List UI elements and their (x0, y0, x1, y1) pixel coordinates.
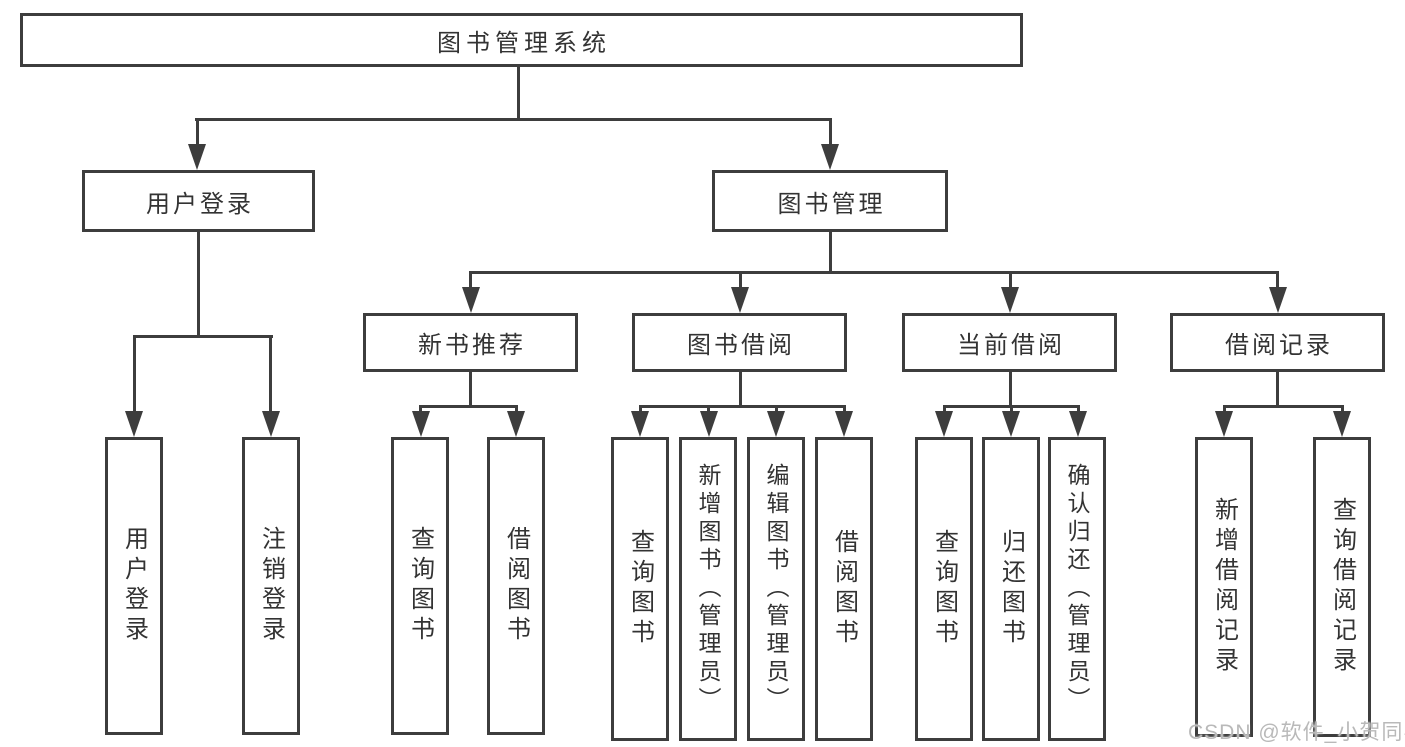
edge-login-split (132, 335, 273, 338)
edge-borrow-split (638, 405, 846, 408)
arrow-down-icon (411, 411, 430, 437)
watermark: CSDN @软件_小贺同学 (1188, 721, 1405, 744)
edge-mgmt-stub (828, 232, 832, 271)
arrow-down-icon (935, 411, 953, 437)
edge-root-right-shaft (828, 118, 832, 146)
arrow-down-icon (835, 411, 853, 437)
arrow-down-icon (1001, 287, 1019, 313)
edge-records-stub (1276, 372, 1279, 405)
edge-mgmt-shaft-1 (469, 271, 472, 289)
arrow-down-icon (1069, 411, 1087, 437)
edge-root-left-shaft (195, 118, 199, 146)
node-book-management: 图书管理 (712, 170, 948, 232)
node-leaf-borrow-books-recommend: 借阅图书 (487, 437, 545, 735)
edge-borrow-shaft-3 (774, 405, 778, 413)
edge-mgmt-shaft-3 (1008, 271, 1012, 289)
arrow-down-icon (261, 411, 280, 437)
edge-current-shaft-1 (942, 405, 946, 413)
node-leaf-query-books-borrow: 查询图书 (611, 437, 669, 741)
arrow-down-icon (631, 411, 649, 437)
arrow-down-icon (699, 411, 718, 437)
edge-current-shaft-3 (1076, 405, 1080, 413)
edge-current-shaft-2 (1009, 405, 1013, 413)
edge-mgmt-shaft-4 (1276, 271, 1279, 289)
arrow-down-icon (125, 411, 143, 437)
edge-login-right-shaft (269, 335, 272, 413)
arrow-down-icon (461, 287, 480, 313)
node-leaf-add-book-admin: 新增图书（管理员） (679, 437, 737, 741)
edge-current-stub (1008, 372, 1012, 405)
edge-records-split (1222, 405, 1344, 408)
edge-records-shaft-1 (1222, 405, 1226, 413)
arrow-down-icon (731, 287, 749, 313)
node-leaf-return-book: 归还图书 (982, 437, 1040, 741)
node-borrow-records: 借阅记录 (1170, 313, 1385, 372)
edge-mgmt-split (469, 271, 1279, 274)
node-leaf-query-books-recommend: 查询图书 (391, 437, 449, 735)
edge-recommend-stub (469, 372, 472, 405)
arrow-down-icon (1215, 411, 1233, 437)
edge-records-shaft-2 (1340, 405, 1344, 413)
edge-borrow-shaft-2 (707, 405, 710, 413)
edge-borrow-shaft-1 (638, 405, 642, 413)
edge-borrow-shaft-4 (842, 405, 846, 413)
node-leaf-borrow-books: 借阅图书 (815, 437, 873, 741)
node-current-borrow: 当前借阅 (902, 313, 1117, 372)
node-leaf-logout: 注销登录 (242, 437, 300, 735)
arrow-down-icon (507, 411, 525, 437)
edge-recommend-shaft-1 (419, 405, 422, 413)
arrow-down-icon (1268, 287, 1287, 313)
edge-root-split (195, 118, 832, 121)
arrow-down-icon (767, 411, 785, 437)
node-user-login: 用户登录 (82, 170, 315, 232)
node-leaf-confirm-return-admin: 确认归还（管理员） (1048, 437, 1106, 741)
node-library-system-root: 图书管理系统 (20, 13, 1023, 67)
node-book-borrow: 图书借阅 (632, 313, 847, 372)
edge-root-stub (517, 67, 520, 118)
arrow-down-icon (1333, 411, 1351, 437)
edge-borrow-stub (738, 372, 742, 405)
node-leaf-user-login: 用户登录 (105, 437, 163, 735)
edge-recommend-shaft-2 (514, 405, 518, 413)
node-leaf-edit-book-admin: 编辑图书（管理员） (747, 437, 805, 741)
edge-login-stub (197, 232, 200, 335)
edge-mgmt-shaft-2 (738, 271, 742, 289)
node-leaf-add-borrow-record: 新增借阅记录 (1195, 437, 1253, 737)
node-leaf-query-borrow-record: 查询借阅记录 (1313, 437, 1371, 737)
node-leaf-query-books-current: 查询图书 (915, 437, 973, 741)
node-new-book-recommend: 新书推荐 (363, 313, 578, 372)
arrow-down-icon (821, 144, 839, 170)
edge-login-left-shaft (132, 335, 136, 413)
edge-recommend-split (419, 405, 518, 408)
arrow-down-icon (1002, 411, 1020, 437)
arrow-down-icon (188, 144, 206, 170)
